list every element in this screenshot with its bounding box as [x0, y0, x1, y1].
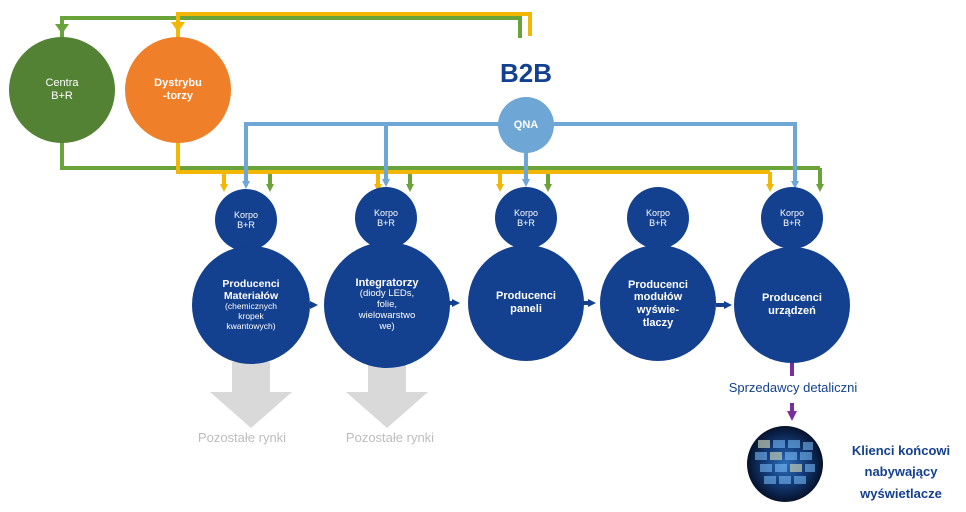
producer-label-integratorzy: Integratorzy (diody LEDs, folie, wielowa… — [355, 276, 419, 333]
korpo-circles — [215, 187, 823, 251]
producer-circles — [192, 242, 850, 368]
tv-wall-image — [747, 426, 823, 502]
qna-circle — [498, 97, 554, 153]
other-markets-label-1: Pozostałe rynki — [197, 430, 287, 445]
yellow-bus — [176, 130, 774, 192]
other-markets-label-2: Pozostałe rynki — [345, 430, 435, 445]
centra-circle — [9, 37, 115, 143]
dystrybutorzy-label: Dystrybu-torzy — [154, 77, 202, 102]
b2b-title: B2B — [499, 58, 552, 89]
dystrybutorzy-circle — [125, 37, 231, 143]
producer-label-moduly: Producenci modułów wyświe- tlaczy — [628, 278, 688, 329]
yellow-arrowhead-dystrybutorzy — [171, 22, 185, 32]
end-clients-label: Klienci końcowi nabywający wyświetlacze — [851, 443, 951, 501]
other-markets-arrows — [210, 362, 428, 428]
retail-label: Sprzedawcy detaliczni — [728, 380, 858, 395]
green-arrowhead-centra — [55, 24, 69, 34]
producer-label-materialy: Producenci Materiałów (chemicznych krope… — [222, 278, 280, 331]
qna-label: QNA — [513, 118, 539, 131]
top-loop-green — [60, 16, 522, 60]
